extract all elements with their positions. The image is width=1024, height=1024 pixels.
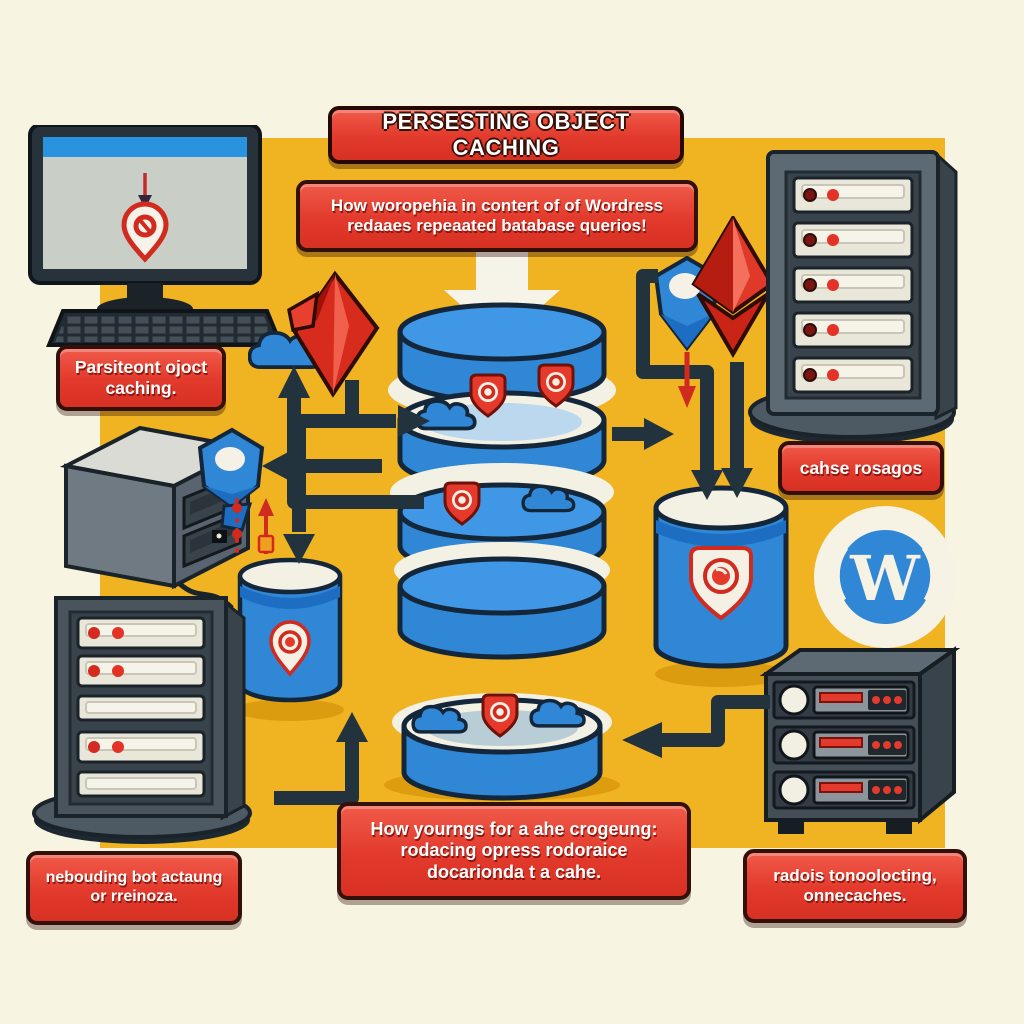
label-cache-storage: cahse rosagos [778,441,944,495]
label-rebuilding: nebouding bot actaung or rreinoza. [26,851,242,925]
keyboard-icon [46,309,284,347]
subtitle-line: How woropehia in contert of of Wordress [330,195,664,215]
label-line: Parsiteont ojoct [74,357,208,378]
cache-cylinder-left [236,557,344,721]
db-disk-4 [397,556,607,660]
server-slot [792,356,914,394]
server-slot [76,694,206,722]
pin-badge-icon [269,620,311,677]
label-line: docarionda t a cahe. [426,861,602,882]
rack-unit [772,680,916,720]
server-slot [792,266,914,304]
label-how-caching-works: How yourngs for a ahe crogeung: rodacing… [337,802,691,900]
server-tower-top-right [748,150,958,444]
title-text: PERSESTING OBJECT CACHING [382,109,630,160]
server-slot [792,176,914,214]
big-down-arrow-icon [444,242,560,342]
subtitle-box: How woropehia in contert of of Wordress … [296,180,698,252]
rack-unit [772,725,916,765]
label-line: onnecaches. [803,886,907,905]
label-persistent-object-caching: Parsiteont ojoct caching. [56,345,226,411]
blue-lock-gem-icon [197,427,265,532]
server-slot [76,730,206,764]
cache-pin-icon [121,201,169,263]
storage-box-icon [59,425,255,610]
label-line: rodacing opress rodoraice [400,840,628,861]
server-slot [76,616,206,650]
server-slot [76,654,206,688]
label-line: How yourngs for a ahe crogeung: [370,819,658,840]
subtitle-line: redaaes repeaated batabase querios! [347,216,647,235]
desktop-computer [28,125,284,347]
server-tower-bottom-left [32,596,252,844]
label-line: caching. [105,378,177,398]
server-slot [76,770,206,798]
browser-bar [43,137,247,157]
monitor [28,125,262,285]
label-line: cahse rosagos [799,457,923,478]
wordpress-logo-icon: W [814,506,956,648]
label-redis-caching: radois tonoolocting, onnecaches. [743,849,967,923]
label-line: nebouding bot actaung [45,869,223,887]
label-line: radois tonoolocting, [773,865,937,885]
svg-text:W: W [849,542,921,615]
rack-unit [772,770,916,810]
title-banner: PERSESTING OBJECT CACHING [328,106,684,164]
red-gem-icon [287,270,380,398]
database-stack [384,242,620,801]
label-line: or rreinoza. [90,888,178,905]
server-slot [792,221,914,259]
cache-cylinder-right [653,485,789,687]
db-disk-1 [397,302,607,404]
server-slot [792,311,914,349]
rack-server-bottom-right [759,646,961,834]
